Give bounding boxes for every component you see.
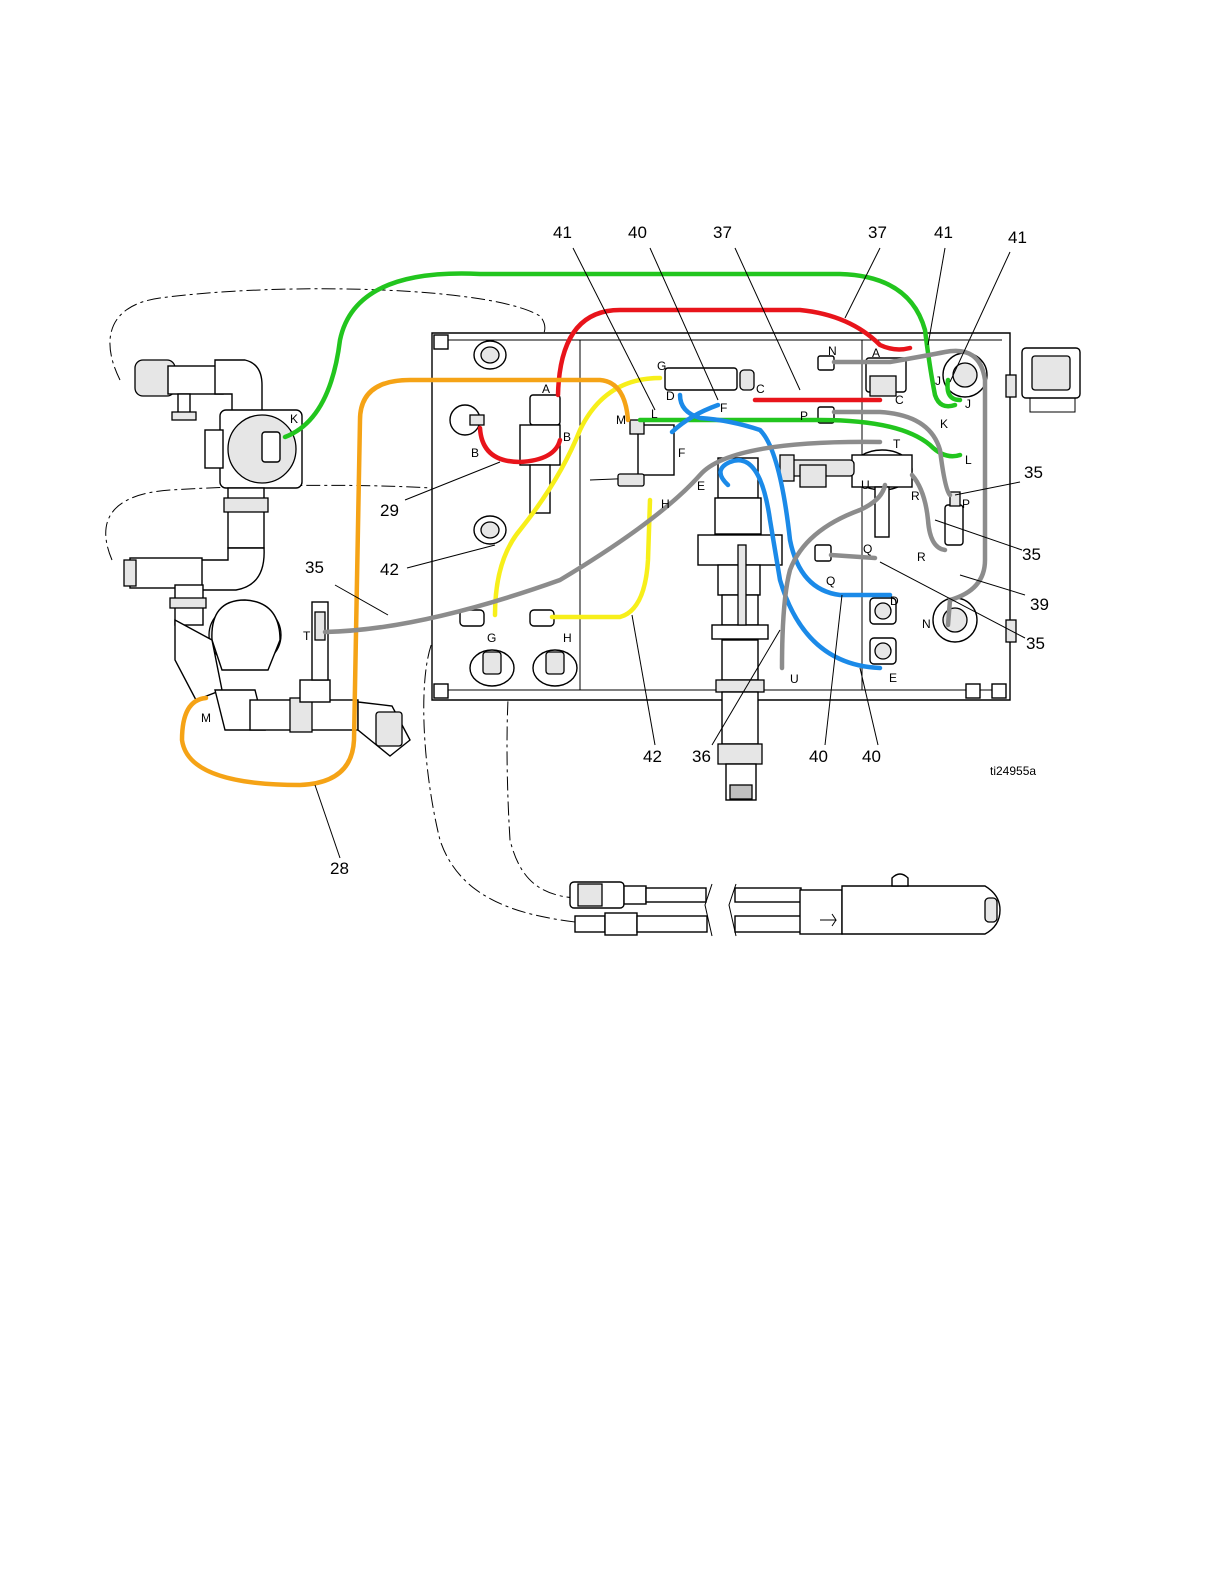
port-h-low: H: [563, 631, 572, 645]
port-g-low: G: [487, 631, 496, 645]
callout-41-far-right: 41: [1008, 228, 1027, 247]
callout-41: 41: [553, 223, 572, 242]
callout-35-r3: 35: [1026, 634, 1045, 653]
port-t-left: T: [303, 629, 311, 643]
port-g-top: G: [657, 359, 666, 373]
port-c-top: C: [756, 382, 765, 396]
port-p-right: P: [962, 497, 970, 511]
port-d-top: D: [666, 389, 675, 403]
callout-39: 39: [1030, 595, 1049, 614]
port-f-mid: F: [678, 446, 685, 460]
port-p-mid: P: [800, 409, 808, 423]
port-a-mid: A: [542, 382, 550, 396]
port-r-mid: R: [911, 489, 920, 503]
port-r-low: R: [917, 550, 926, 564]
figure-reference: ti24955a: [990, 764, 1036, 778]
port-l-mid: L: [651, 407, 658, 421]
callout-35-left: 35: [305, 558, 324, 577]
left-pipe-assembly: [124, 360, 410, 756]
port-d-low: D: [890, 594, 899, 608]
port-h-mid: H: [661, 497, 670, 511]
callout-42-bottom: 42: [643, 747, 662, 766]
port-l-right: L: [965, 453, 972, 467]
port-u-low: U: [790, 672, 799, 686]
callout-35-r1: 35: [1024, 463, 1043, 482]
callout-28: 28: [330, 859, 349, 878]
port-j-right2: J: [965, 397, 971, 411]
callout-29: 29: [380, 501, 399, 520]
port-q-low: Q: [826, 574, 835, 588]
port-m-mid: M: [616, 413, 626, 427]
port-t-right: T: [893, 437, 901, 451]
port-q-mid: Q: [863, 542, 872, 556]
callout-40-bottom: 40: [809, 747, 828, 766]
port-c-right: C: [895, 393, 904, 407]
callout-41-right: 41: [934, 223, 953, 242]
spray-gun-assembly: [570, 874, 1000, 936]
port-m-left: M: [201, 711, 211, 725]
port-e-low: E: [889, 671, 897, 685]
port-k-right: K: [940, 417, 948, 431]
callout-37: 37: [713, 223, 732, 242]
callout-40: 40: [628, 223, 647, 242]
callout-42-left: 42: [380, 560, 399, 579]
callout-37-right: 37: [868, 223, 887, 242]
port-k-left: K: [290, 412, 298, 426]
port-n-right: N: [922, 617, 931, 631]
port-n-top: N: [828, 344, 837, 358]
port-a-right: A: [872, 346, 880, 360]
callout-40-bottom-right: 40: [862, 747, 881, 766]
port-f-top: F: [720, 401, 727, 415]
port-b-mid: B: [563, 430, 571, 444]
port-b-left: B: [471, 446, 479, 460]
callout-35-r2: 35: [1022, 545, 1041, 564]
callout-36: 36: [692, 747, 711, 766]
port-j-right: J: [935, 374, 941, 388]
port-e-pump: E: [697, 479, 705, 493]
port-u-mid: U: [861, 478, 870, 492]
